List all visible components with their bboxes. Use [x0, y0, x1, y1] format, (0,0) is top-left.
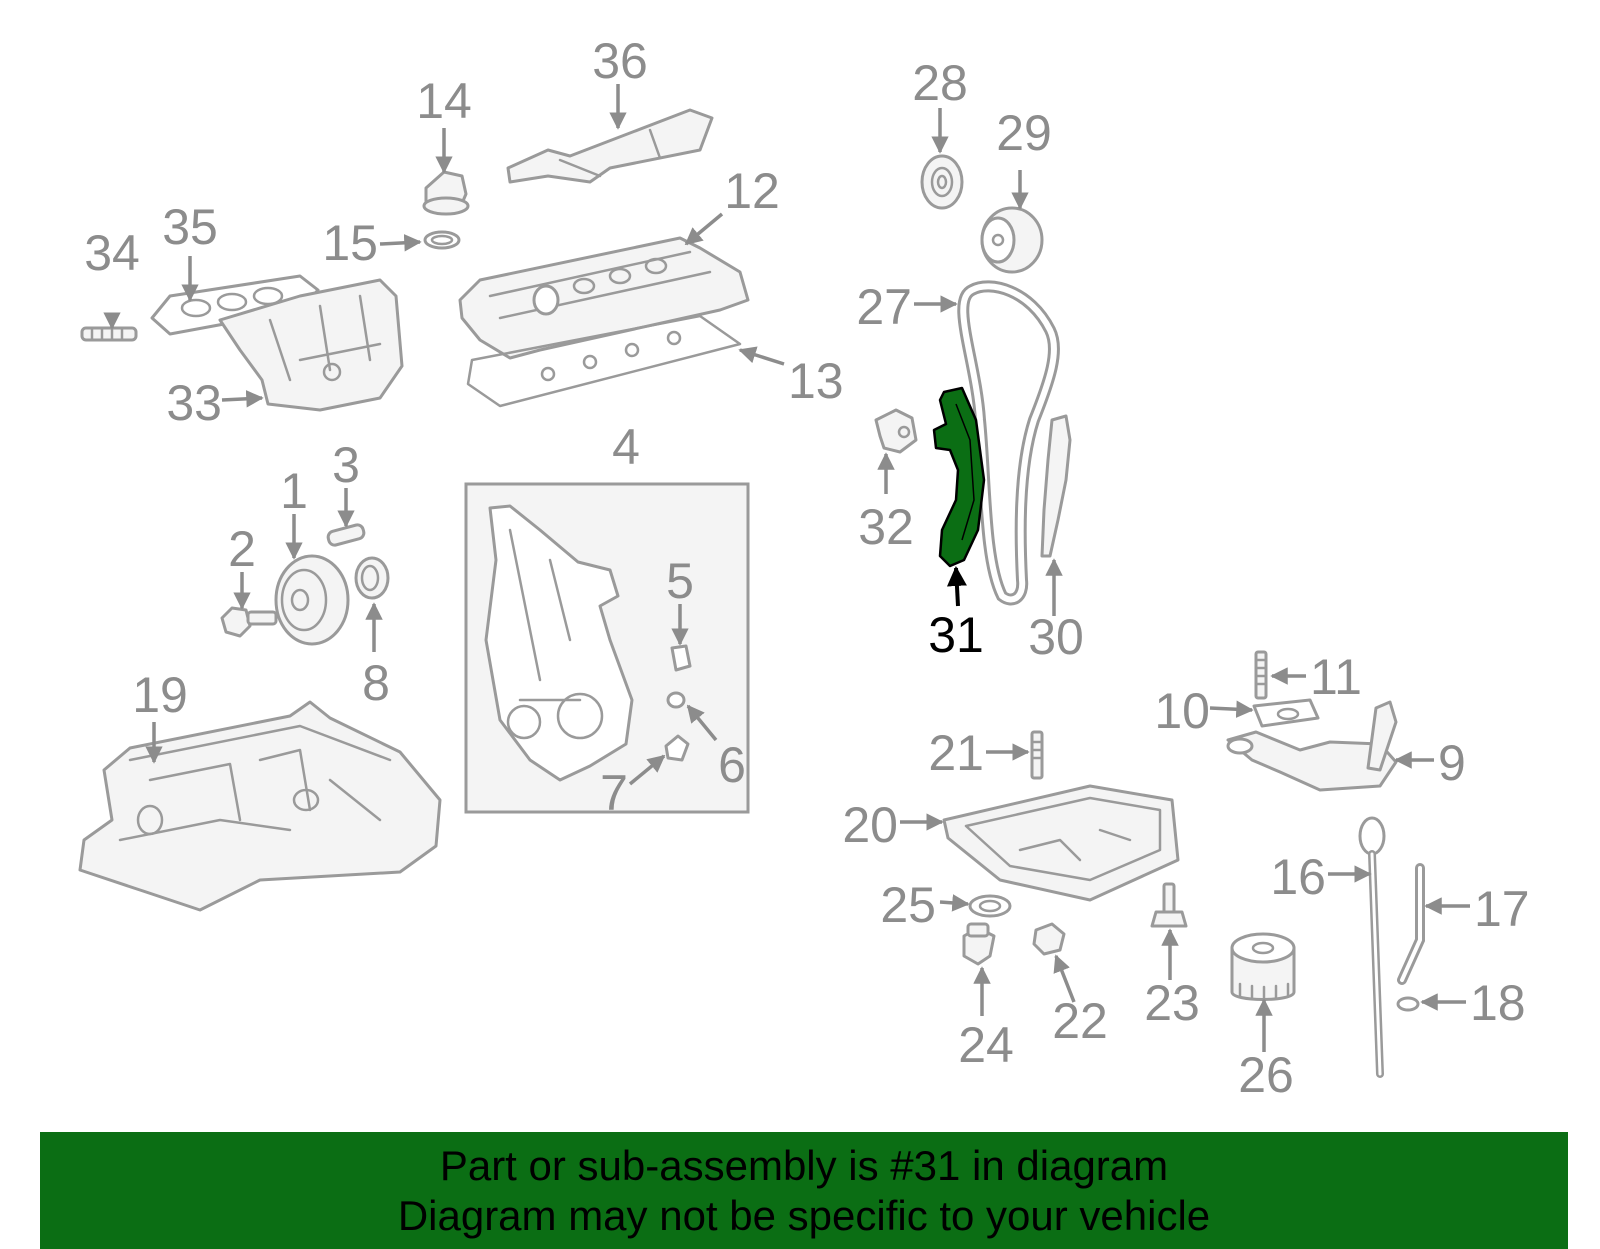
part-13-valve-cover-gasket [466, 314, 742, 408]
callout-15: 15 [322, 215, 378, 271]
callout-7: 7 [600, 765, 628, 821]
part-23-bolt [1150, 882, 1188, 928]
part-18-o-ring [1396, 996, 1420, 1012]
part-2-pulley-bolt [220, 606, 278, 638]
callout-2: 2 [228, 521, 256, 577]
callout-labels: 36 14 15 12 13 34 35 33 3 1 2 8 19 4 5 6… [84, 33, 1529, 1103]
callout-20: 20 [842, 797, 898, 853]
part-21-stud [1030, 730, 1044, 780]
part-9-oil-strainer [1226, 700, 1398, 792]
part-14-oil-filler-cap [422, 170, 470, 216]
callout-10: 10 [1154, 683, 1210, 739]
part-4-timing-cover-box [464, 482, 750, 814]
callout-4: 4 [612, 419, 640, 475]
part-17-dipstick-guide [1397, 863, 1425, 985]
part-35-intake-gasket [150, 274, 320, 336]
part-11-stud [1254, 650, 1268, 700]
callout-5: 5 [666, 553, 694, 609]
callout-18: 18 [1470, 975, 1526, 1031]
callout-16: 16 [1270, 849, 1326, 905]
banner-line-2: Diagram may not be specific to your vehi… [397, 1191, 1211, 1239]
callout-31: 31 [928, 607, 984, 663]
part-6-o-ring [666, 691, 686, 709]
part-24-drain-plug [962, 922, 996, 966]
callout-28: 28 [912, 55, 968, 111]
callout-22: 22 [1052, 993, 1108, 1049]
part-19-engine-block [78, 700, 442, 912]
callout-35: 35 [162, 199, 218, 255]
part-25-drain-gasket [968, 894, 1012, 918]
part-36-head-cover-insulator [506, 108, 714, 184]
part-30-chain-guide [1040, 414, 1072, 558]
banner-line-1: Part or sub-assembly is #31 in diagram [439, 1141, 1169, 1189]
part-1-crankshaft-pulley [274, 554, 350, 646]
part-31-tensioner-slipper [932, 386, 986, 568]
callout-23: 23 [1144, 975, 1200, 1031]
part-16-oil-dipstick [1358, 816, 1386, 1078]
callout-14: 14 [416, 73, 472, 129]
callout-21: 21 [928, 725, 984, 781]
callout-25: 25 [880, 877, 936, 933]
callout-9: 9 [1438, 735, 1466, 791]
callout-19: 19 [132, 667, 188, 723]
callout-8: 8 [362, 655, 390, 711]
callout-11: 11 [1310, 649, 1362, 705]
part-34-stud [80, 326, 138, 342]
part-27-timing-chain [957, 280, 1060, 606]
callout-24: 24 [958, 1017, 1014, 1073]
part-10-strainer-gasket [1252, 698, 1320, 728]
callout-12: 12 [724, 163, 780, 219]
callout-32: 32 [858, 499, 914, 555]
part-29-cam-timing-gear [980, 206, 1044, 274]
callout-29: 29 [996, 105, 1052, 161]
callout-6: 6 [718, 737, 746, 793]
callout-1: 1 [280, 463, 308, 519]
part-20-oil-pan [942, 784, 1180, 902]
part-28-sprocket [920, 154, 964, 210]
part-22-nut [1032, 922, 1066, 956]
callout-26: 26 [1238, 1047, 1294, 1103]
callout-33: 33 [166, 375, 222, 431]
callout-17: 17 [1474, 881, 1530, 937]
callout-36: 36 [592, 33, 648, 89]
part-15-filler-cap-gasket [423, 230, 461, 250]
part-33-intake-manifold [218, 278, 404, 412]
part-12-valve-cover [458, 236, 750, 360]
part-32-chain-tensioner [874, 408, 918, 454]
callout-34: 34 [84, 225, 140, 281]
callout-27: 27 [856, 279, 912, 335]
part-3-pin [326, 523, 366, 547]
info-banner: Part or sub-assembly is #31 in diagram D… [40, 1132, 1568, 1249]
part-7-plug [664, 734, 690, 762]
part-5-sleeve [670, 644, 692, 672]
callout-3: 3 [332, 437, 360, 493]
callout-13: 13 [788, 353, 844, 409]
callout-30: 30 [1028, 609, 1084, 665]
leader-arrows [103, 84, 1470, 1052]
part-26-oil-filter [1230, 932, 1296, 1001]
part-8-oil-seal [354, 556, 390, 600]
